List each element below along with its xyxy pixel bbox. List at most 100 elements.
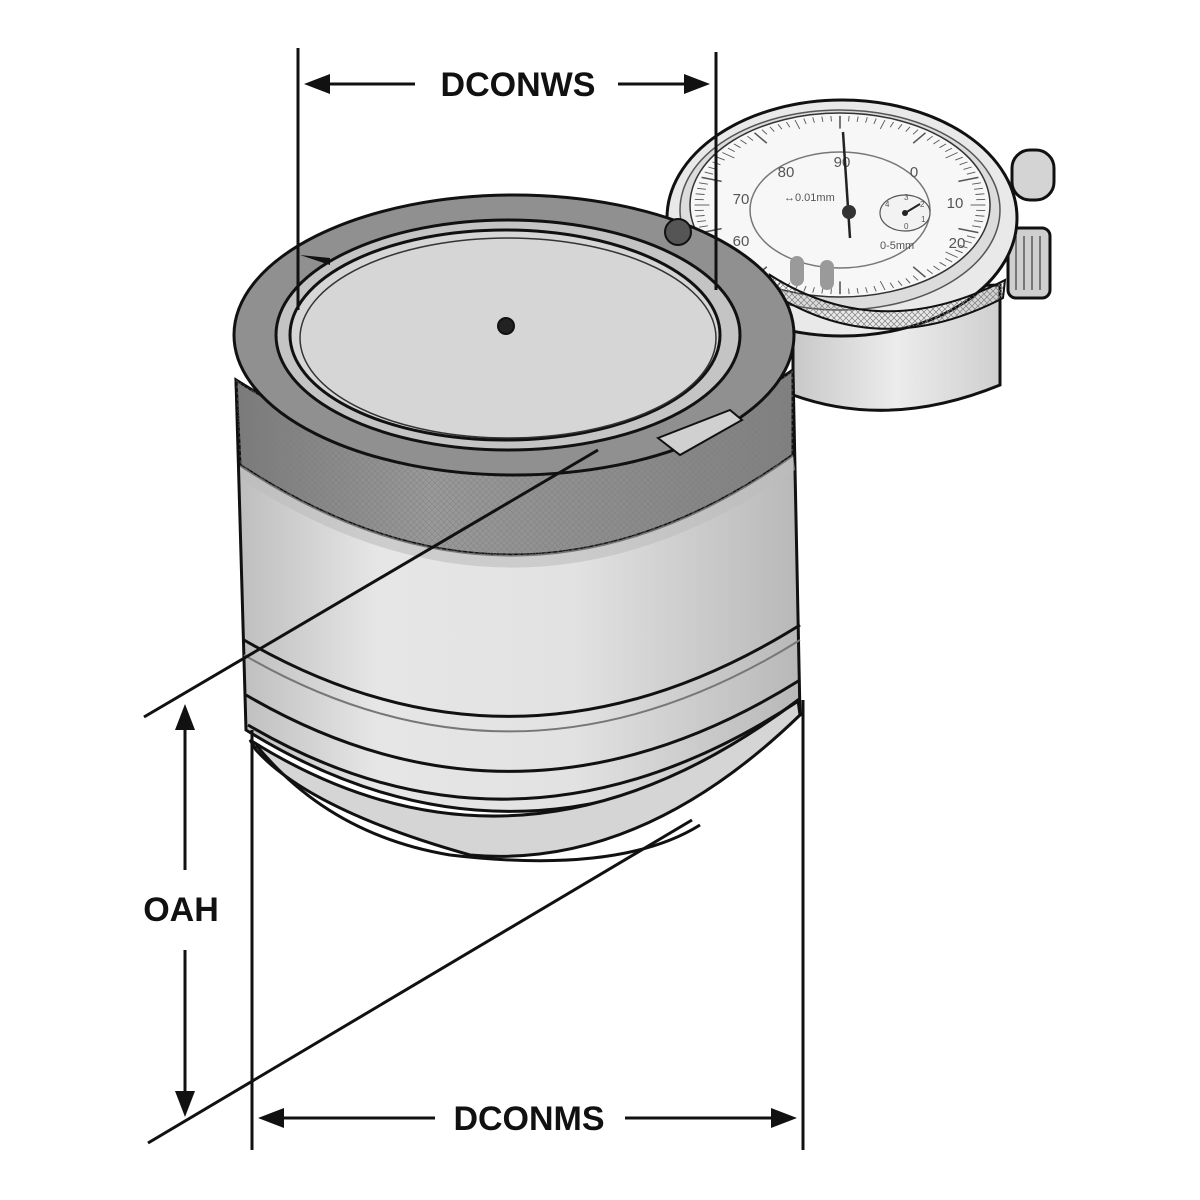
- dial-tick: [974, 220, 983, 223]
- sub-dial-number-0: 0: [904, 222, 909, 231]
- label-oah: OAH: [143, 891, 219, 929]
- gauge-knurl-shadow: [240, 455, 795, 568]
- dial-tick: [699, 182, 708, 185]
- dial-tick: [812, 287, 815, 293]
- dial-tick: [733, 143, 741, 149]
- dial-tick: [889, 121, 894, 128]
- dial-tick: [761, 129, 768, 135]
- dial-tick: [945, 152, 958, 159]
- dial-number-20: 20: [949, 235, 966, 252]
- dial-tick: [944, 147, 953, 153]
- dial-tick: [821, 288, 824, 294]
- dial-tick: [912, 275, 919, 281]
- dial-clamp-ridges: [1015, 236, 1041, 290]
- dial-tick: [777, 124, 783, 130]
- dial-number-70: 70: [733, 191, 750, 208]
- dial-tick: [865, 117, 868, 123]
- dial-stem: [1010, 148, 1056, 202]
- dial-needle-pivot: [842, 205, 856, 219]
- oah-arrow-bottom: [175, 1091, 195, 1117]
- oah-arrow-top: [175, 704, 195, 730]
- sub-dial-number-1: 1: [921, 215, 926, 224]
- dial-tick: [926, 135, 933, 141]
- dial-tick: [699, 225, 708, 228]
- dimension-arrowheads: [175, 74, 797, 1128]
- dial-face: [689, 112, 991, 298]
- dial-tick: [873, 118, 877, 125]
- dial-tick: [753, 132, 768, 144]
- dial-tick: [856, 116, 859, 122]
- gauge-groove-upper: [243, 623, 801, 718]
- dial-number-10: 10: [947, 195, 964, 212]
- dial-tick: [695, 193, 705, 195]
- sub-dial-number-4: 4: [885, 200, 890, 209]
- dial-tick: [695, 215, 705, 217]
- dial-tick: [958, 227, 979, 234]
- dial-tick: [974, 187, 983, 190]
- dial-number-80: 80: [778, 164, 795, 181]
- dial-tick: [769, 126, 775, 132]
- dial-slot-left: [790, 256, 804, 286]
- dial-tick: [955, 249, 963, 254]
- dial-tick: [865, 287, 868, 293]
- dial-tick: [879, 280, 886, 291]
- dial-tick: [889, 282, 894, 289]
- gauge-groove-lower: [247, 698, 801, 801]
- dial-tick: [945, 251, 958, 258]
- gauge-split-notch: [655, 408, 744, 457]
- dial-tick: [717, 156, 725, 161]
- dial-number-60: 60: [733, 233, 750, 250]
- dial-number-0: 0: [910, 164, 918, 181]
- dial-tick: [848, 288, 850, 295]
- gauge-top-face-edge: [299, 237, 717, 439]
- gauge-groove-middle: [245, 678, 801, 773]
- gauge-center-hole: [497, 317, 515, 335]
- dial-tick: [966, 171, 976, 175]
- dial-tick: [879, 119, 886, 130]
- dial-tick: [722, 152, 735, 159]
- dimension-lines: [143, 48, 805, 1150]
- dial-tick: [897, 124, 903, 130]
- dial-tick: [972, 225, 981, 228]
- dial-tick: [830, 115, 832, 122]
- dial-tick: [704, 171, 714, 175]
- dial-tick: [701, 176, 722, 183]
- dconws-arrow-left: [304, 74, 330, 94]
- dconws-arrow-right: [684, 74, 710, 94]
- gauge-groove-upper-2: [243, 639, 801, 733]
- dial-tick: [958, 176, 979, 183]
- dial-tick: [944, 257, 953, 263]
- oah-extension-bottom: [147, 818, 693, 1145]
- dial-tick: [933, 139, 940, 145]
- gauge-knurl-texture: [236, 370, 793, 556]
- dial-tick: [963, 166, 972, 170]
- dial-tick: [848, 115, 850, 122]
- dial-tick: [794, 119, 801, 130]
- dial-tick: [697, 220, 706, 223]
- dial-tick: [926, 269, 933, 275]
- dial-tick: [803, 285, 807, 292]
- sub-dial-number-3: 3: [904, 193, 909, 202]
- dial-tick: [955, 156, 963, 161]
- dial-tick: [727, 147, 736, 153]
- dial-tick: [697, 187, 706, 190]
- dial-tick: [963, 240, 972, 244]
- dial-tick: [747, 135, 754, 141]
- gauge-contact-pin: [664, 218, 692, 246]
- dial-tick: [740, 139, 747, 145]
- dial-tick: [821, 116, 824, 122]
- dial-tick: [786, 121, 791, 128]
- dial-tick: [933, 265, 940, 271]
- sub-dial-number-2: 2: [920, 200, 925, 209]
- dconms-arrow-right: [771, 1108, 797, 1128]
- dial-tick: [939, 143, 947, 149]
- dial-tick: [830, 288, 832, 295]
- dial-tick: [905, 126, 911, 132]
- oah-extension-top: [143, 448, 599, 719]
- dial-needle: [841, 131, 852, 239]
- dial-tick: [972, 182, 981, 185]
- dial-rim-knurl: [768, 273, 1007, 330]
- dial-resolution-text: ↔0.01mm: [784, 192, 835, 204]
- dial-tick: [812, 117, 815, 123]
- dial-tick: [966, 235, 976, 239]
